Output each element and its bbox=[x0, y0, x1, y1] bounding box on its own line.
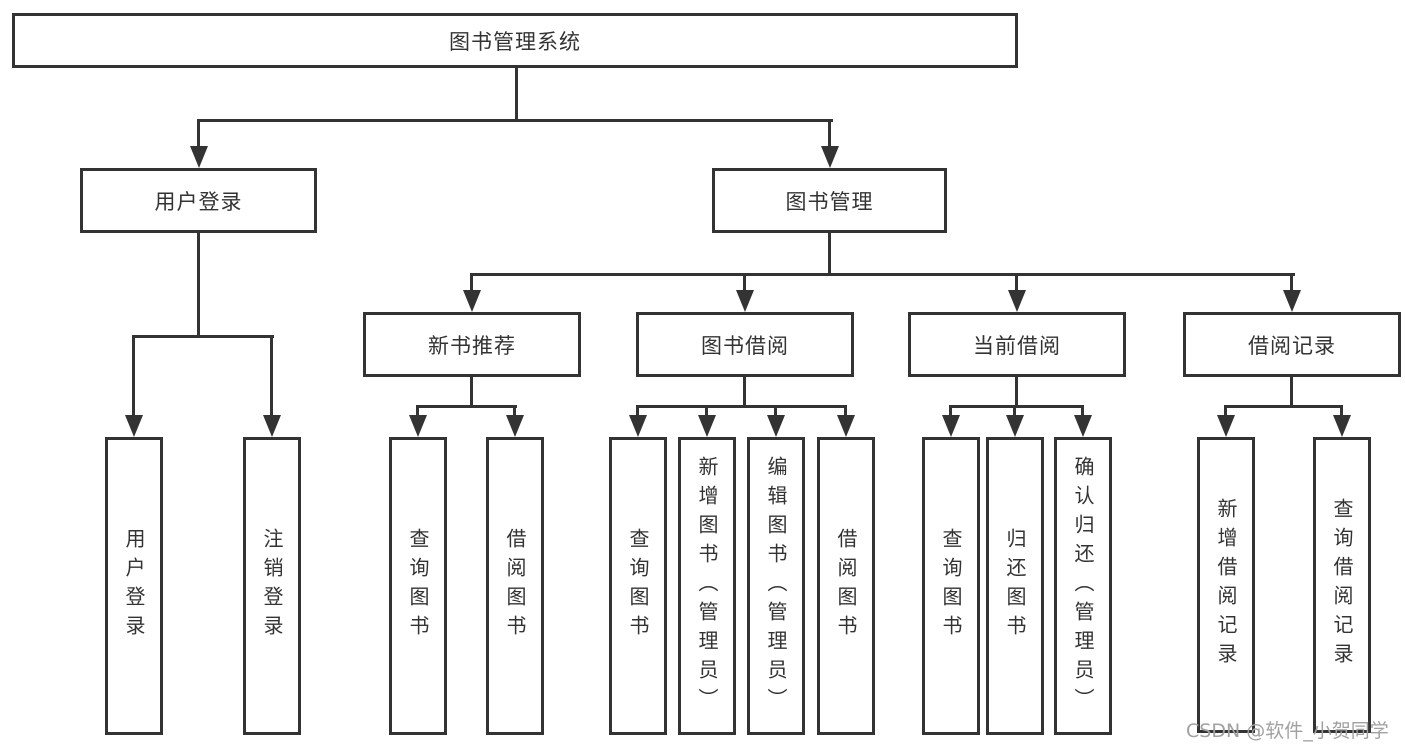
arrow-down-icon bbox=[190, 146, 208, 168]
arrow-down-icon bbox=[409, 415, 427, 437]
connector-record-stem bbox=[1290, 377, 1293, 405]
leaf-label: 新增借阅记录 bbox=[1214, 498, 1238, 672]
node-new-book-recommend: 新书推荐 bbox=[363, 312, 581, 377]
node-user-login-label: 用户登录 bbox=[154, 189, 243, 214]
connector-drop-line bbox=[132, 335, 135, 417]
connector-record-bracket bbox=[1224, 405, 1343, 408]
leaf-label: 借阅图书 bbox=[503, 528, 527, 644]
connector-bookmgmt-stem bbox=[828, 233, 831, 273]
node-leaf-add-borrow-record: 新增借阅记录 bbox=[1197, 437, 1255, 733]
node-leaf-query-borrow-record: 查询借阅记录 bbox=[1313, 437, 1371, 733]
connector-drop-line bbox=[1290, 273, 1293, 292]
csdn-watermark: CSDN @软件_小贺同学 bbox=[1186, 720, 1389, 742]
connector-drop-line bbox=[828, 119, 831, 149]
connector-drop-line bbox=[1015, 273, 1018, 292]
node-leaf-edit-book-admin: 编辑图书（管理员） bbox=[747, 437, 805, 735]
connector-drop-line bbox=[1340, 405, 1343, 417]
connector-drop-line bbox=[513, 405, 516, 417]
node-book-borrow-label: 图书借阅 bbox=[701, 333, 789, 358]
connector-drop-line bbox=[1013, 405, 1016, 417]
connector-drop-line bbox=[1224, 405, 1227, 417]
connector-drop-line bbox=[949, 405, 952, 417]
arrow-down-icon bbox=[942, 415, 960, 437]
arrow-down-icon bbox=[1217, 415, 1235, 437]
node-user-login: 用户登录 bbox=[80, 168, 317, 233]
arrow-down-icon bbox=[1074, 415, 1092, 437]
node-borrow-record: 借阅记录 bbox=[1183, 312, 1401, 377]
connector-drop-line bbox=[1081, 405, 1084, 417]
node-root-label: 图书管理系统 bbox=[449, 29, 581, 54]
connector-drop-line bbox=[470, 273, 473, 292]
arrow-down-icon bbox=[629, 415, 647, 437]
node-leaf-borrow-books-recommend: 借阅图书 bbox=[486, 437, 544, 735]
leaf-label: 借阅图书 bbox=[834, 528, 858, 644]
connector-root-bracket bbox=[197, 119, 833, 122]
arrow-down-icon bbox=[1008, 290, 1026, 312]
connector-root-stem bbox=[515, 68, 518, 119]
arrow-down-icon bbox=[837, 415, 855, 437]
arrow-down-icon bbox=[1333, 415, 1351, 437]
leaf-label: 确认归还（管理员） bbox=[1071, 455, 1095, 717]
node-leaf-add-book-admin: 新增图书（管理员） bbox=[678, 437, 736, 735]
arrow-down-icon bbox=[821, 146, 839, 168]
node-borrow-record-label: 借阅记录 bbox=[1248, 333, 1336, 358]
leaf-label: 查询图书 bbox=[406, 528, 430, 644]
arrow-down-icon bbox=[463, 290, 481, 312]
leaf-label: 用户登录 bbox=[122, 528, 146, 644]
node-leaf-query-books-recommend: 查询图书 bbox=[389, 437, 447, 735]
connector-recommend-stem bbox=[470, 377, 473, 405]
connector-drop-line bbox=[705, 405, 708, 417]
arrow-down-icon bbox=[263, 415, 281, 437]
arrow-down-icon bbox=[1283, 290, 1301, 312]
node-current-borrow-label: 当前借阅 bbox=[973, 333, 1061, 358]
leaf-label: 查询图书 bbox=[939, 528, 963, 644]
node-book-borrow: 图书借阅 bbox=[636, 312, 854, 377]
node-book-management: 图书管理 bbox=[712, 168, 947, 233]
connector-borrow-stem bbox=[743, 377, 746, 405]
node-leaf-borrow-books: 借阅图书 bbox=[817, 437, 875, 735]
connector-drop-line bbox=[774, 405, 777, 417]
connector-current-bracket bbox=[949, 405, 1084, 408]
arrow-down-icon bbox=[698, 415, 716, 437]
connector-bookmgmt-bracket bbox=[470, 273, 1295, 276]
connector-userlogin-bracket bbox=[132, 335, 274, 338]
node-leaf-return-books: 归还图书 bbox=[986, 437, 1044, 735]
leaf-label: 归还图书 bbox=[1003, 528, 1027, 644]
connector-current-stem bbox=[1015, 377, 1018, 405]
connector-drop-line bbox=[416, 405, 419, 417]
connector-drop-line bbox=[636, 405, 639, 417]
node-leaf-user-login: 用户登录 bbox=[105, 437, 163, 735]
connector-userlogin-stem bbox=[197, 233, 200, 335]
node-leaf-query-books-borrow: 查询图书 bbox=[609, 437, 667, 735]
arrow-down-icon bbox=[506, 415, 524, 437]
leaf-label: 查询图书 bbox=[626, 528, 650, 644]
connector-drop-line bbox=[197, 119, 200, 149]
connector-drop-line bbox=[743, 273, 746, 292]
node-book-management-label: 图书管理 bbox=[785, 189, 874, 214]
node-current-borrow: 当前借阅 bbox=[908, 312, 1126, 377]
node-root: 图书管理系统 bbox=[12, 13, 1018, 68]
leaf-label: 新增图书（管理员） bbox=[695, 455, 719, 717]
connector-drop-line bbox=[844, 405, 847, 417]
node-new-book-recommend-label: 新书推荐 bbox=[428, 333, 516, 358]
arrow-down-icon bbox=[767, 415, 785, 437]
connector-drop-line bbox=[270, 335, 273, 417]
arrow-down-icon bbox=[1006, 415, 1024, 437]
leaf-label: 查询借阅记录 bbox=[1330, 498, 1354, 672]
arrow-down-icon bbox=[125, 415, 143, 437]
connector-recommend-bracket bbox=[416, 405, 517, 408]
node-leaf-logout: 注销登录 bbox=[243, 437, 301, 735]
leaf-label: 注销登录 bbox=[260, 528, 284, 644]
connector-borrow-bracket bbox=[636, 405, 847, 408]
node-leaf-confirm-return-admin: 确认归还（管理员） bbox=[1054, 437, 1112, 735]
leaf-label: 编辑图书（管理员） bbox=[764, 455, 788, 717]
arrow-down-icon bbox=[736, 290, 754, 312]
node-leaf-query-books-current: 查询图书 bbox=[922, 437, 980, 735]
